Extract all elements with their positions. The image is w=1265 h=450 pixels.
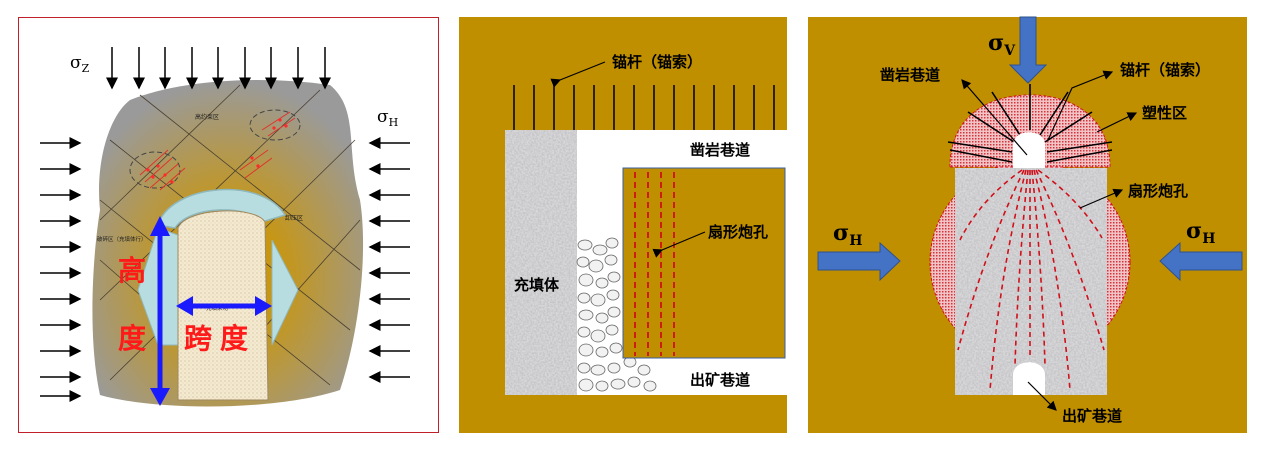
backfill-label: 充填体	[514, 276, 560, 294]
left-horizontal-stress-arrows	[40, 137, 82, 402]
ore-drift-label: 出矿巷道	[1062, 407, 1122, 425]
drill-drift-opening	[1013, 132, 1045, 168]
fan-blast-holes	[634, 172, 675, 356]
panel-stope-stress-diagram: 高约束区 破碎区（充填体行） 卸压区 充填采场 高 度 跨 度	[18, 17, 439, 433]
small-label-right: 卸压区	[285, 214, 303, 222]
drill-drift-label: 凿岩巷道	[690, 141, 750, 159]
span-label-1: 跨	[184, 322, 213, 355]
red-dots	[146, 118, 288, 184]
panel-section-view: 锚杆（锚索） 凿岩巷道 扇形炮孔 充填体 出矿巷道	[459, 17, 787, 433]
right-abutment-zone	[271, 239, 299, 346]
fan-hole-leader-line	[1079, 188, 1124, 209]
fan-hole-label: 扇形炮孔	[708, 223, 768, 241]
span-arrow	[176, 296, 272, 316]
ore-drift-opening	[1013, 362, 1045, 395]
sigma-v-label: σV	[988, 30, 1016, 59]
fan-hole-leader-line	[652, 231, 706, 258]
bolt-label: 锚杆（锚索）	[612, 53, 702, 71]
sigma-h-right-label: σH	[1186, 218, 1215, 247]
span-label-2: 度	[220, 322, 248, 355]
vertical-stress-arrows	[106, 47, 331, 90]
broken-ore-pile	[576, 237, 657, 392]
ore-drift-label: 出矿巷道	[690, 371, 750, 389]
red-crack-marks	[139, 111, 296, 191]
right-horizontal-stress-arrows	[368, 137, 410, 383]
plastic-zone-leader-line	[1096, 112, 1138, 133]
sigma-v-arrow	[1008, 16, 1048, 84]
small-label-top: 高约束区	[195, 113, 219, 121]
rock-bolts-fan	[947, 84, 1113, 163]
sigma-z-label: σZ	[70, 53, 90, 75]
drill-drift-leader-line	[961, 79, 1028, 156]
small-label-left: 破碎区（充填体行）	[97, 235, 147, 243]
height-label-2: 度	[118, 322, 146, 355]
height-arrow	[150, 216, 170, 406]
fan-hole-label: 扇形炮孔	[1128, 182, 1188, 200]
bolt-leader-line	[1047, 70, 1114, 141]
pressure-arch	[157, 188, 287, 229]
panel-cross-section: σV σH σH 凿岩巷道 锚杆（锚索） 塑性区 扇形炮孔 出矿巷道	[808, 16, 1247, 433]
dashed-zone	[249, 109, 301, 141]
plastic-zone-label: 塑性区	[1142, 104, 1187, 122]
sigma-h-left-arrow	[817, 241, 901, 282]
bolt-leader-line	[550, 61, 606, 88]
sigma-h-right-arrow	[1159, 241, 1243, 282]
rock-bolts	[513, 85, 775, 130]
ore-block	[622, 167, 786, 359]
height-label-1: 高	[118, 254, 146, 287]
bolt-label: 锚杆（锚索）	[1120, 61, 1210, 79]
ore-drift-leader-line	[1027, 381, 1057, 411]
ore-body-texture	[954, 167, 1108, 396]
fan-blast-holes	[957, 169, 1105, 391]
sigma-h-left-label: σH	[833, 220, 862, 249]
drill-drift-label: 凿岩巷道	[880, 66, 940, 84]
sigma-h-label: σH	[377, 107, 398, 129]
dashed-zone	[129, 151, 181, 189]
backfill-texture	[504, 129, 578, 396]
